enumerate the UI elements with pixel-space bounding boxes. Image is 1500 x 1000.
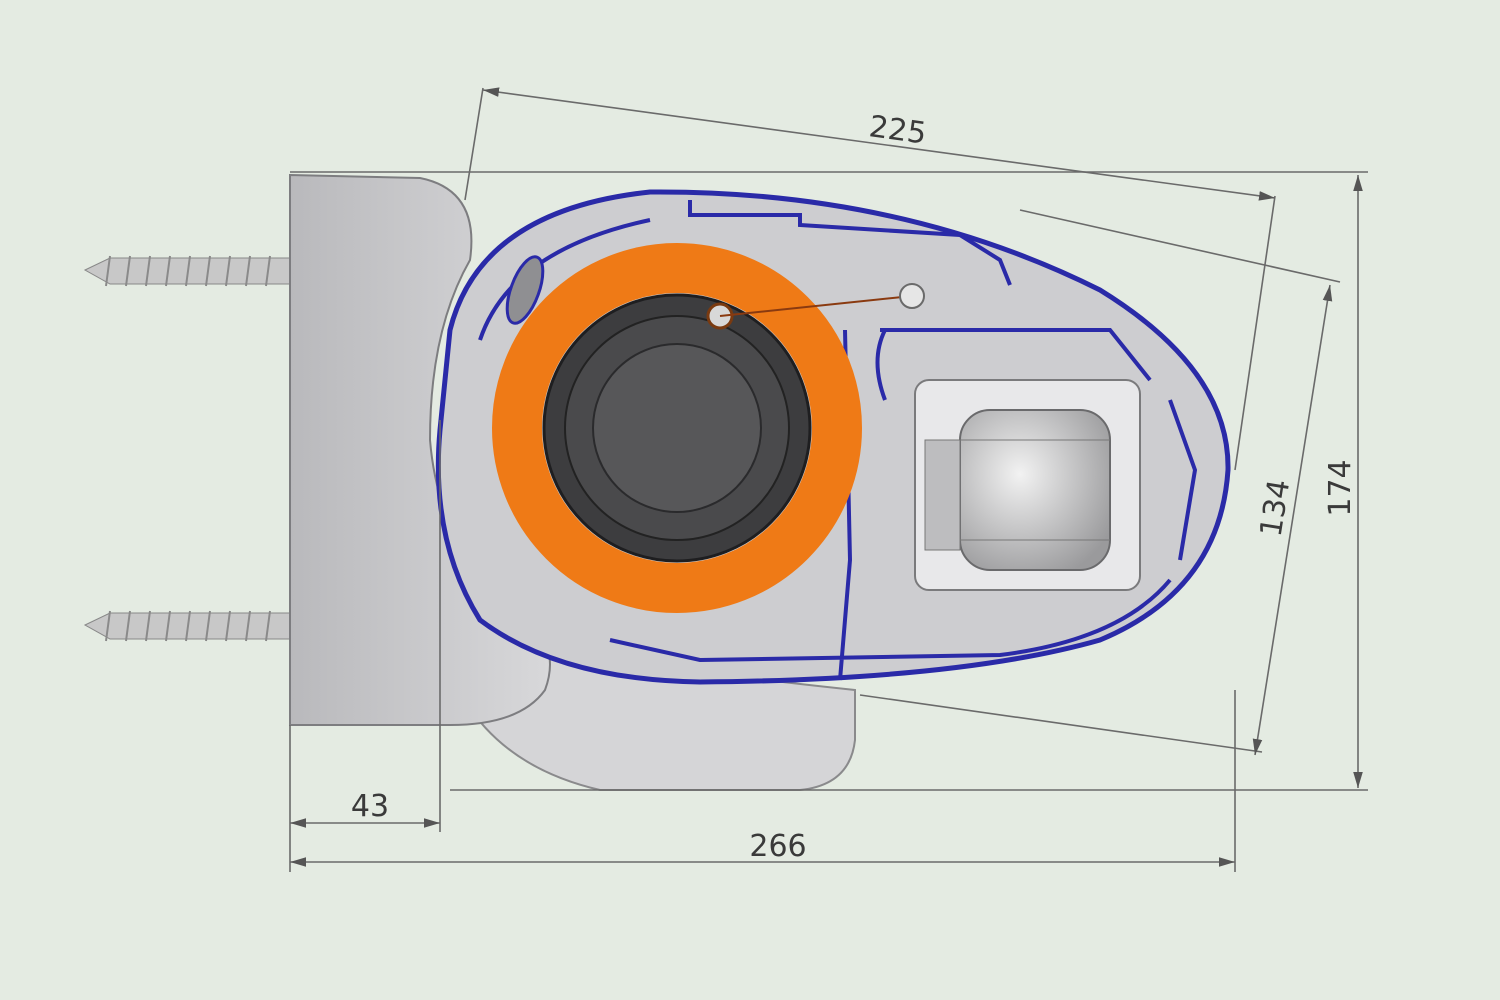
- dim-line-134: [1252, 284, 1333, 756]
- screw-bottom: [83, 610, 291, 642]
- dim-label-174: 174: [1323, 459, 1358, 516]
- motor-spool: [914, 379, 1141, 591]
- dim-label-225: 225: [867, 109, 928, 151]
- dim-label-43: 43: [351, 789, 389, 824]
- pulley: [899, 283, 925, 309]
- dim-line-225: [482, 87, 1276, 201]
- slot: [505, 255, 545, 325]
- screw-top: [83, 255, 291, 287]
- cord: [719, 295, 913, 317]
- drum-core: [592, 343, 762, 513]
- roller-ring: [492, 243, 862, 613]
- dim-label-266: 266: [749, 829, 806, 864]
